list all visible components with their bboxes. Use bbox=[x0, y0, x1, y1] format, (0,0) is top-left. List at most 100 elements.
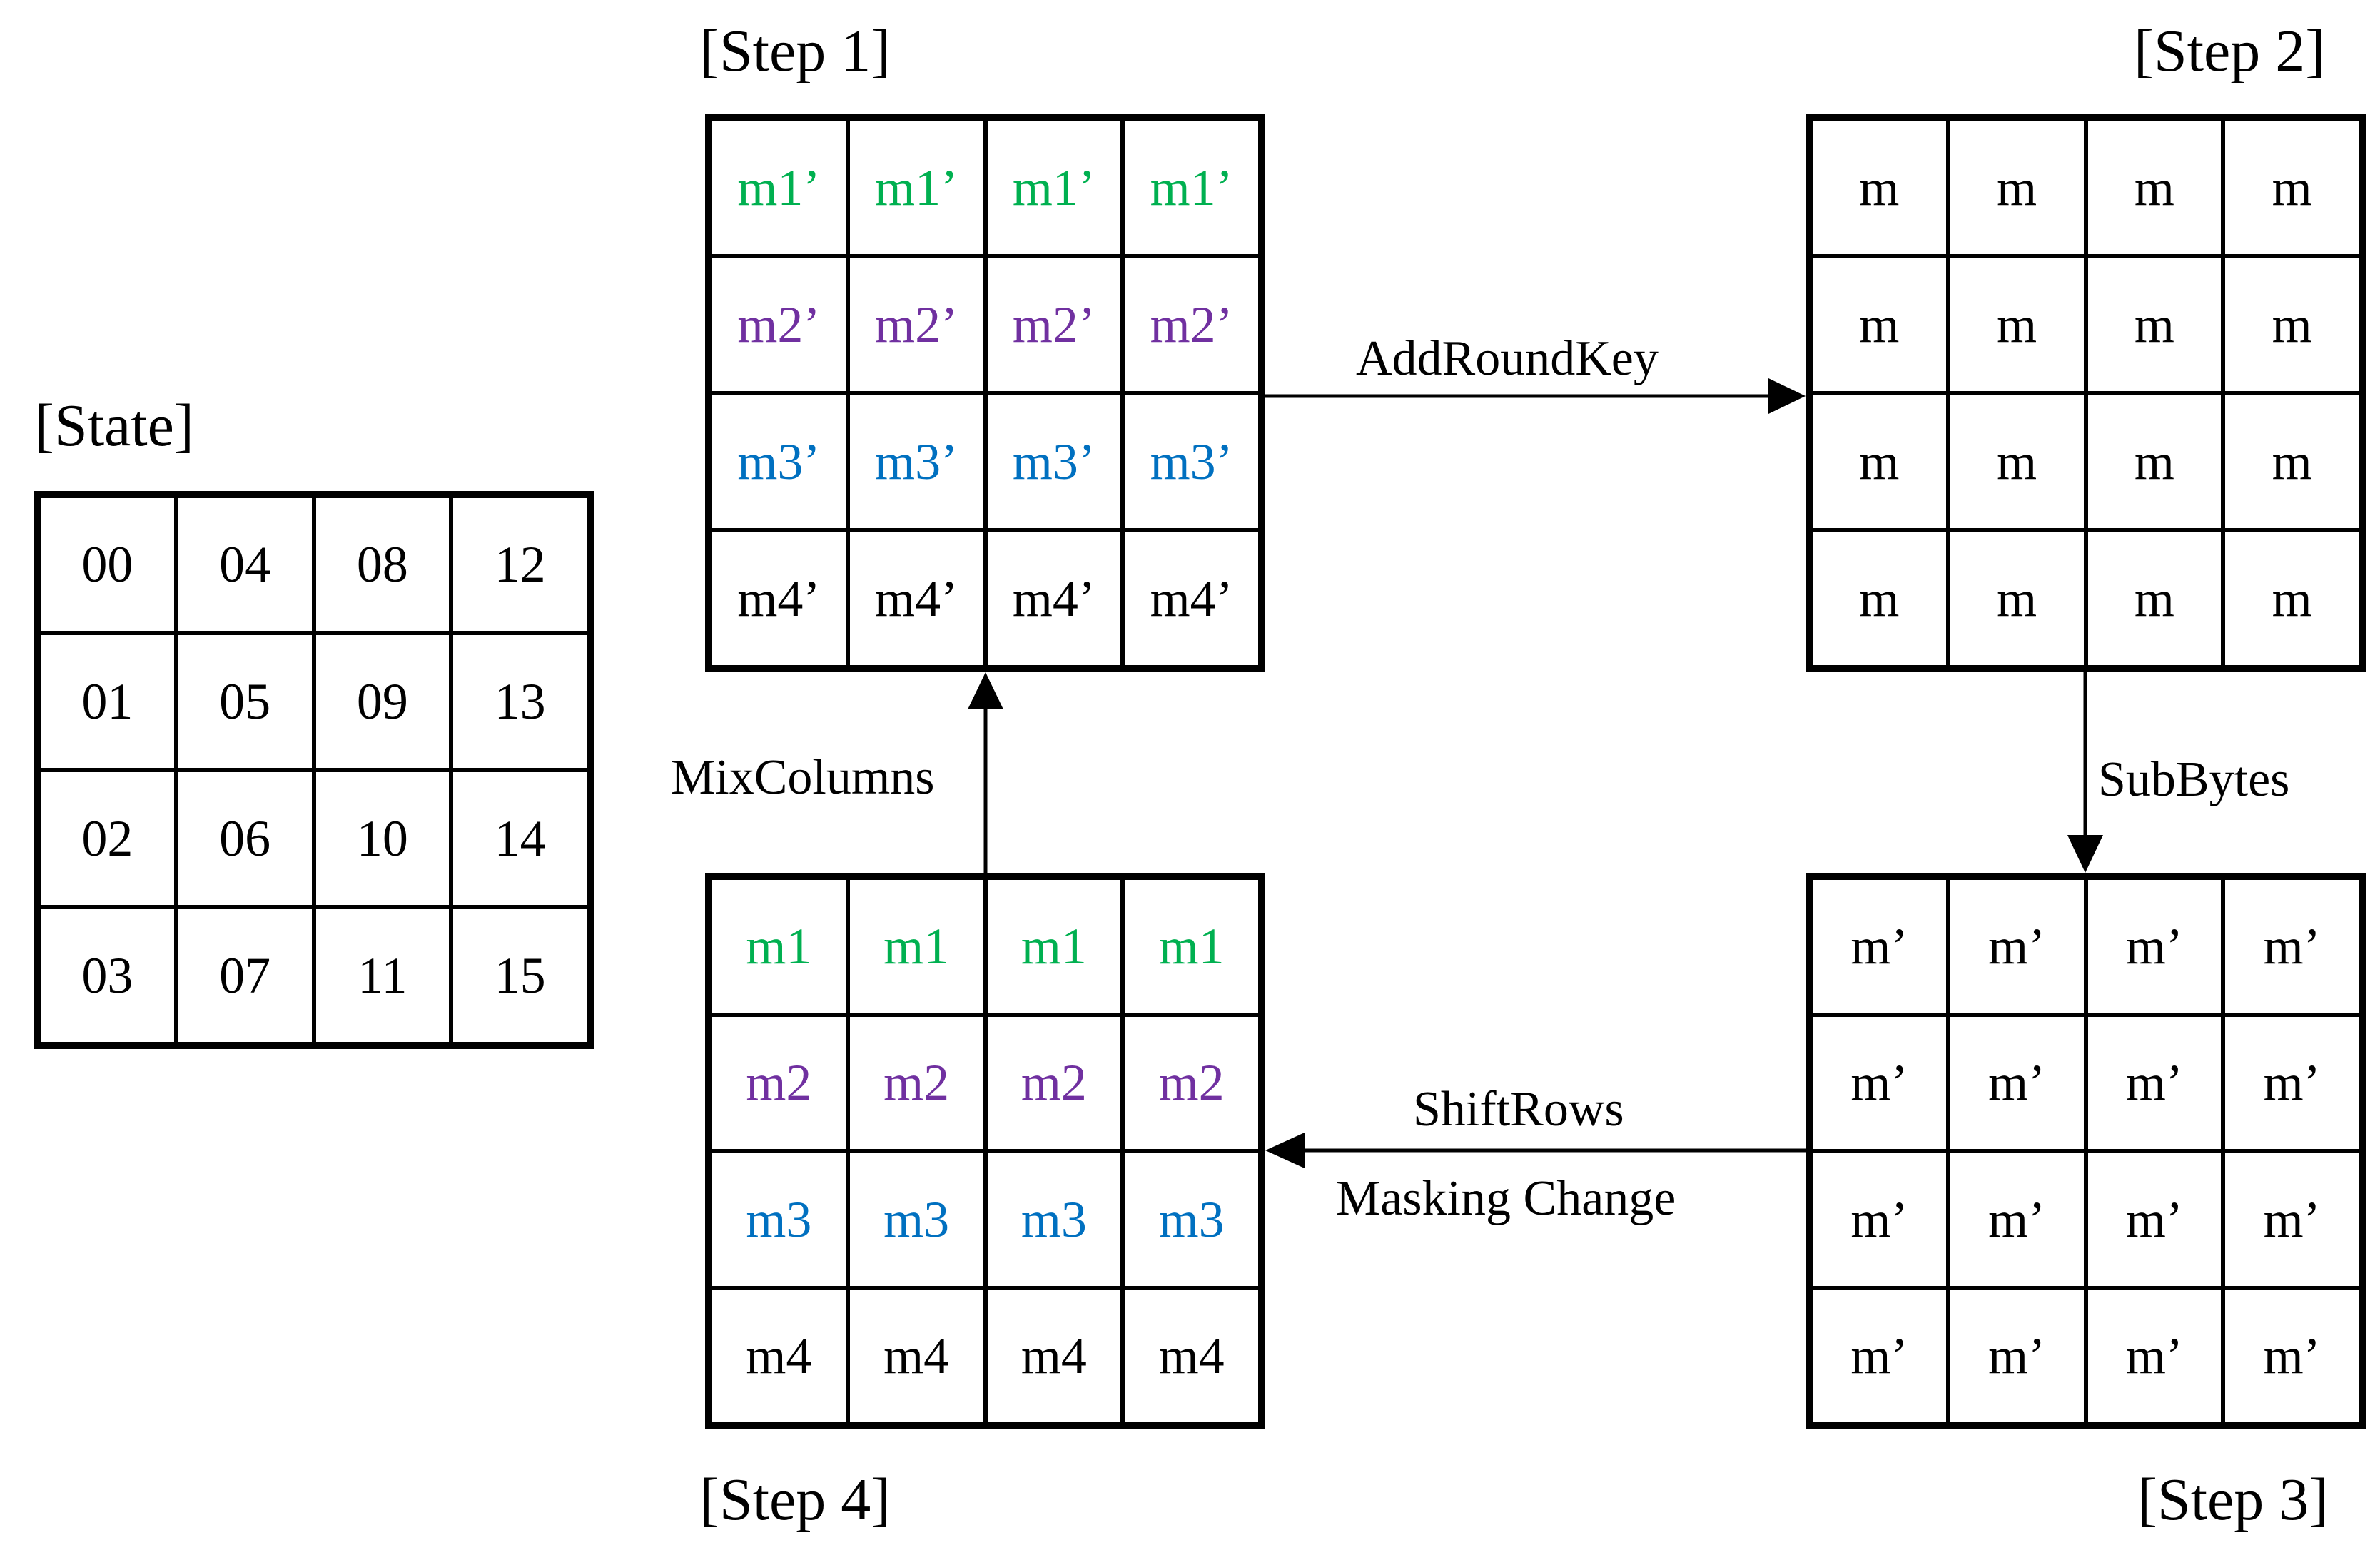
state-cell: 06 bbox=[176, 770, 314, 907]
step1-cell: m3’ bbox=[847, 393, 986, 530]
step2-cell: m bbox=[2223, 393, 2361, 530]
state-cell: 09 bbox=[313, 633, 452, 770]
step1-cell: m4’ bbox=[985, 530, 1123, 667]
step4-cell: m4 bbox=[1123, 1287, 1260, 1424]
step3-cell: m’ bbox=[1811, 878, 1948, 1015]
step1-cell: m4’ bbox=[847, 530, 986, 667]
step1-cell: m2’ bbox=[1123, 256, 1260, 393]
step2-cell: m bbox=[2223, 256, 2361, 393]
step3-matrix: m’m’m’m’m’m’m’m’m’m’m’m’m’m’m’m’ bbox=[1806, 873, 2366, 1429]
step4-cell: m4 bbox=[985, 1287, 1123, 1424]
step1-label: [Step 1] bbox=[699, 18, 891, 84]
step1-cell: m1’ bbox=[1123, 119, 1260, 256]
step4-cell: m1 bbox=[1123, 878, 1260, 1015]
step3-cell: m’ bbox=[1948, 1287, 2086, 1424]
step3-cell: m’ bbox=[2223, 1287, 2361, 1424]
subbytes-label: SubBytes bbox=[2098, 752, 2290, 807]
shiftrows-arrowhead bbox=[1265, 1133, 1305, 1168]
step3-cell: m’ bbox=[1811, 1014, 1948, 1151]
addroundkey-arrowhead bbox=[1768, 378, 1806, 414]
step3-cell: m’ bbox=[2085, 878, 2224, 1015]
step4-cell: m1 bbox=[847, 878, 986, 1015]
step2-label: [Step 2] bbox=[2134, 18, 2326, 84]
state-cell: 00 bbox=[39, 496, 176, 633]
step1-cell: m3’ bbox=[985, 393, 1123, 530]
step3-cell: m’ bbox=[2085, 1287, 2224, 1424]
step1-cell: m1’ bbox=[847, 119, 986, 256]
step3-cell: m’ bbox=[1811, 1287, 1948, 1424]
step3-cell: m’ bbox=[1948, 1014, 2086, 1151]
step2-cell: m bbox=[1811, 256, 1948, 393]
masking-change-label: Masking Change bbox=[1336, 1171, 1676, 1226]
state-cell: 03 bbox=[39, 907, 176, 1044]
step4-cell: m1 bbox=[710, 878, 848, 1015]
state-cell: 04 bbox=[176, 496, 314, 633]
step1-cell: m2’ bbox=[847, 256, 986, 393]
step4-cell: m4 bbox=[710, 1287, 848, 1424]
state-cell: 02 bbox=[39, 770, 176, 907]
step3-cell: m’ bbox=[2223, 878, 2361, 1015]
step3-cell: m’ bbox=[2223, 1151, 2361, 1288]
step2-cell: m bbox=[1948, 119, 2086, 256]
step2-cell: m bbox=[2223, 119, 2361, 256]
step1-cell: m1’ bbox=[710, 119, 848, 256]
step1-cell: m3’ bbox=[1123, 393, 1260, 530]
state-label: [State] bbox=[34, 392, 194, 459]
state-cell: 14 bbox=[451, 770, 589, 907]
step3-cell: m’ bbox=[1811, 1151, 1948, 1288]
step1-cell: m4’ bbox=[1123, 530, 1260, 667]
mixcolumns-arrowhead bbox=[968, 672, 1003, 709]
state-cell: 11 bbox=[313, 907, 452, 1044]
step2-cell: m bbox=[1948, 393, 2086, 530]
step1-cell: m2’ bbox=[985, 256, 1123, 393]
step1-cell: m1’ bbox=[985, 119, 1123, 256]
step4-cell: m2 bbox=[1123, 1014, 1260, 1151]
step2-cell: m bbox=[2085, 530, 2224, 667]
step4-cell: m2 bbox=[847, 1014, 986, 1151]
step3-cell: m’ bbox=[2223, 1014, 2361, 1151]
step4-cell: m4 bbox=[847, 1287, 986, 1424]
step2-cell: m bbox=[2085, 256, 2224, 393]
state-cell: 10 bbox=[313, 770, 452, 907]
state-cell: 15 bbox=[451, 907, 589, 1044]
step2-cell: m bbox=[2223, 530, 2361, 667]
step2-cell: m bbox=[1811, 393, 1948, 530]
state-cell: 13 bbox=[451, 633, 589, 770]
step4-cell: m2 bbox=[985, 1014, 1123, 1151]
step4-cell: m3 bbox=[710, 1151, 848, 1288]
state-cell: 12 bbox=[451, 496, 589, 633]
step1-cell: m4’ bbox=[710, 530, 848, 667]
step1-cell: m2’ bbox=[710, 256, 848, 393]
subbytes-arrowhead bbox=[2067, 835, 2103, 873]
state-cell: 08 bbox=[313, 496, 452, 633]
step3-cell: m’ bbox=[1948, 1151, 2086, 1288]
shiftrows-label: ShiftRows bbox=[1413, 1082, 1624, 1137]
step2-cell: m bbox=[1948, 256, 2086, 393]
step2-cell: m bbox=[2085, 393, 2224, 530]
step3-label: [Step 3] bbox=[2137, 1467, 2329, 1533]
step3-cell: m’ bbox=[2085, 1014, 2224, 1151]
state-cell: 07 bbox=[176, 907, 314, 1044]
step3-cell: m’ bbox=[1948, 878, 2086, 1015]
step4-cell: m2 bbox=[710, 1014, 848, 1151]
step4-cell: m3 bbox=[1123, 1151, 1260, 1288]
step1-cell: m3’ bbox=[710, 393, 848, 530]
step3-cell: m’ bbox=[2085, 1151, 2224, 1288]
addroundkey-label: AddRoundKey bbox=[1356, 331, 1659, 386]
step4-label: [Step 4] bbox=[699, 1467, 891, 1533]
step4-cell: m3 bbox=[847, 1151, 986, 1288]
state-cell: 05 bbox=[176, 633, 314, 770]
step1-matrix: m1’m1’m1’m1’m2’m2’m2’m2’m3’m3’m3’m3’m4’m… bbox=[705, 114, 1265, 672]
step2-cell: m bbox=[1811, 119, 1948, 256]
step2-cell: m bbox=[1948, 530, 2086, 667]
step2-cell: m bbox=[2085, 119, 2224, 256]
step4-cell: m3 bbox=[985, 1151, 1123, 1288]
state-cell: 01 bbox=[39, 633, 176, 770]
step4-cell: m1 bbox=[985, 878, 1123, 1015]
step2-cell: m bbox=[1811, 530, 1948, 667]
mixcolumns-label: MixColumns bbox=[671, 750, 935, 805]
